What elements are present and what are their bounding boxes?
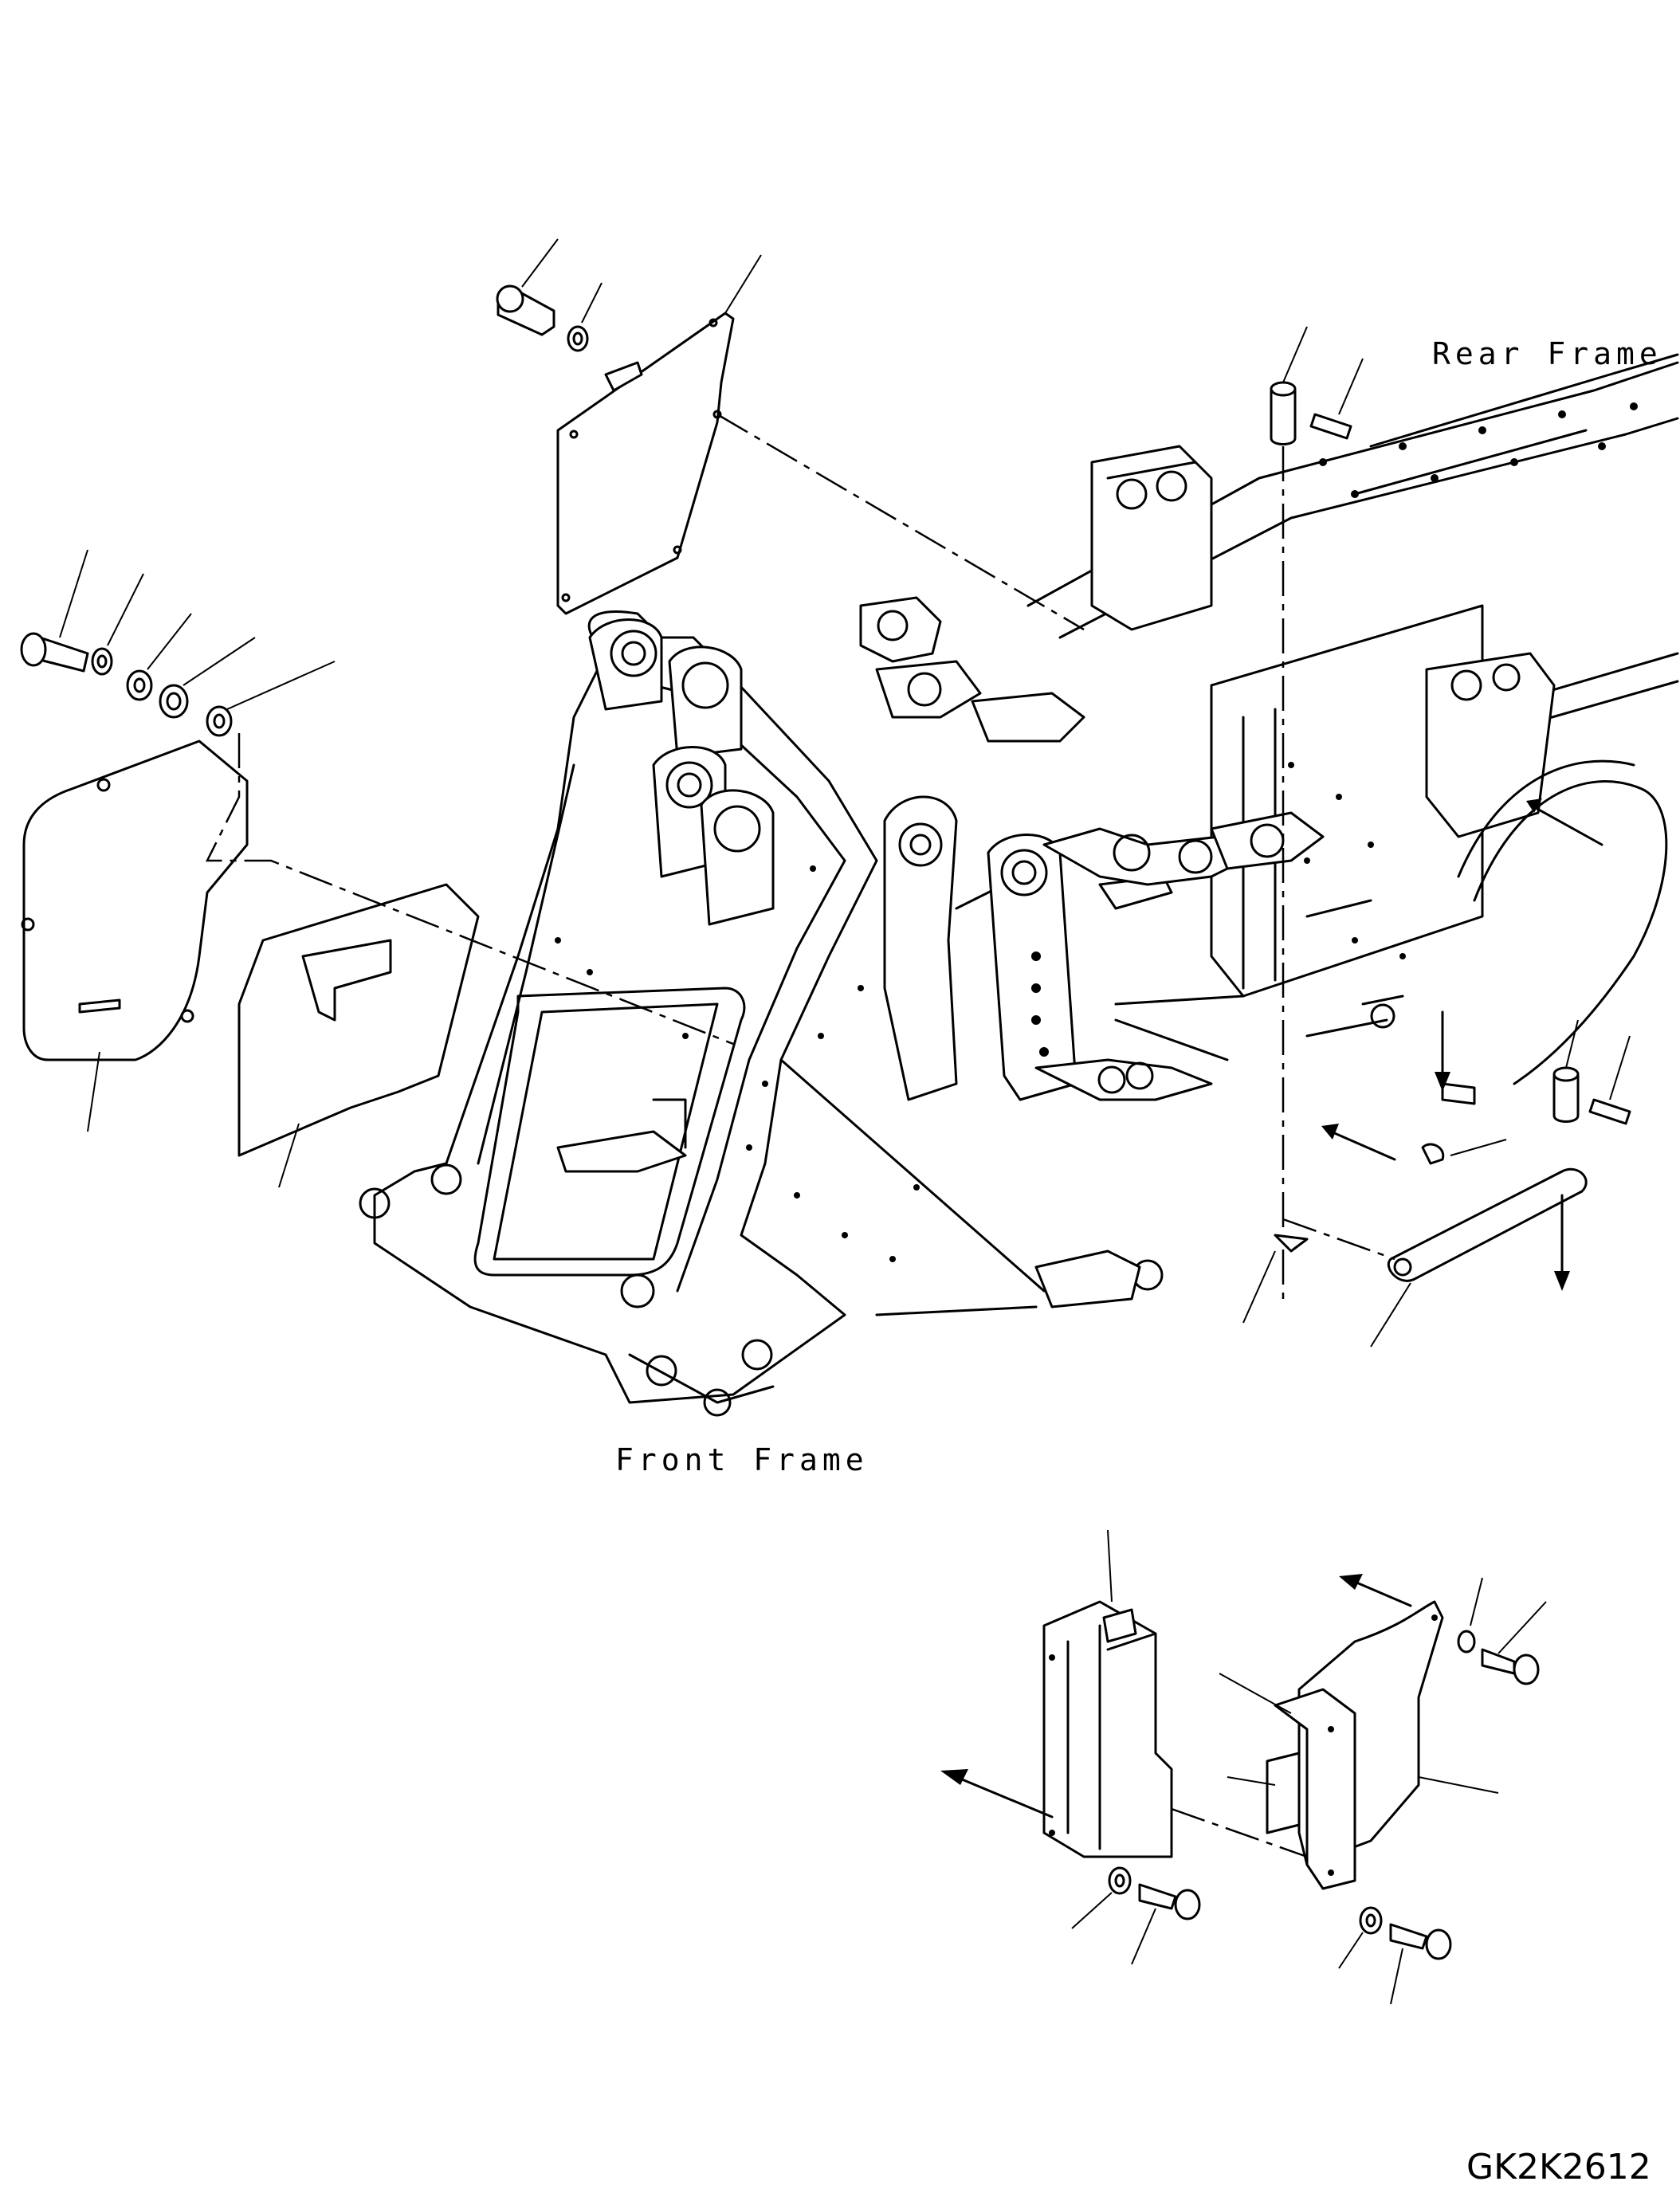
pins-and-link (1242, 326, 1631, 1348)
front-frame (359, 596, 1325, 1417)
rear-frame-label: Rear Frame (1432, 336, 1662, 371)
front-frame-label: Front Frame (615, 1442, 869, 1477)
left-cover-plates (20, 549, 734, 1188)
top-cover-plate (496, 238, 1085, 631)
bottom-right-covers (940, 1529, 1547, 2005)
rear-frame (1026, 353, 1679, 1085)
drawing-code: GK2K2612 (1466, 2147, 1651, 2187)
